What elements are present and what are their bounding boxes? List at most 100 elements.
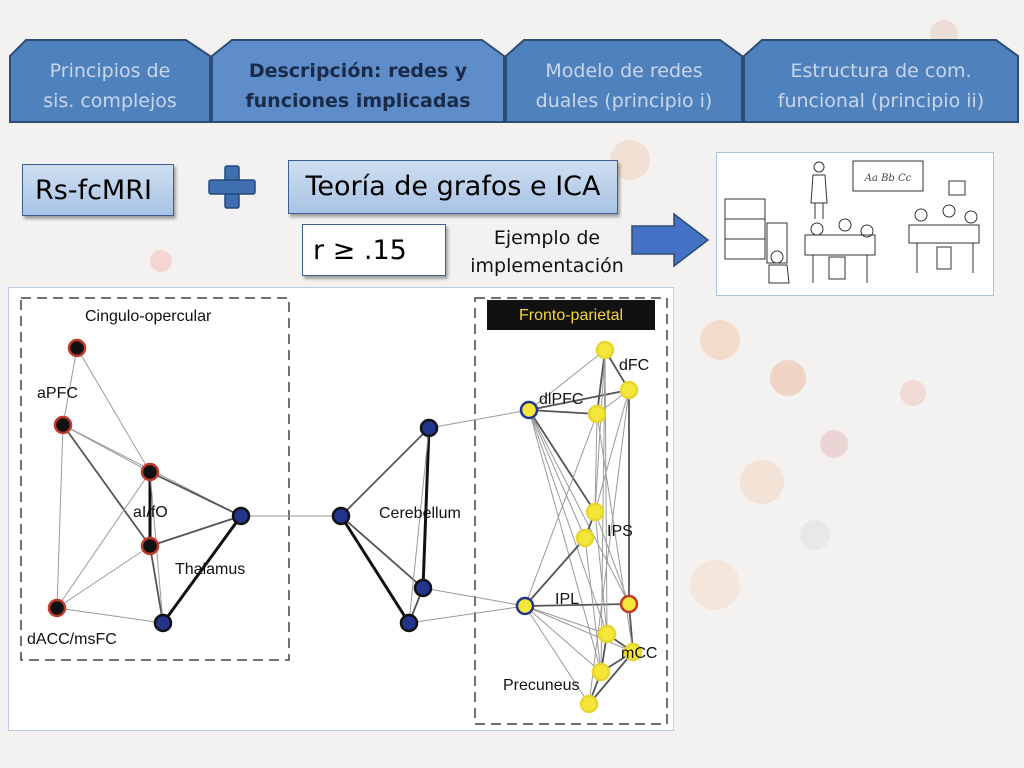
right-arrow-icon xyxy=(631,212,710,268)
ips-label: IPS xyxy=(607,523,633,540)
thalamus-label: Thalamus xyxy=(175,561,245,578)
threshold-box: r ≥ .15 xyxy=(302,224,446,276)
classroom-illustration: Aa Bb Cc xyxy=(716,152,994,296)
cerebellum-label: Cerebellum xyxy=(379,505,461,522)
graph-theory-label: Teoría de grafos e ICA xyxy=(305,171,601,202)
network-edge xyxy=(62,347,78,426)
network-node-ips1 xyxy=(585,502,605,522)
tab-shape xyxy=(211,39,505,123)
fronto-parietal-header xyxy=(487,300,655,330)
dfc-label: dFC xyxy=(619,357,649,374)
network-edge xyxy=(524,413,598,607)
rs-fcmri-label: Rs-fcMRI xyxy=(35,175,152,206)
network-node-apfc2 xyxy=(53,415,73,435)
network-node-ipl xyxy=(515,596,535,616)
fronto-parietal-label: Fronto-parietal xyxy=(519,307,623,324)
network-node-mcc2 xyxy=(623,642,643,662)
network-edge xyxy=(528,349,606,411)
network-node-cereb3 xyxy=(413,578,433,598)
network-edge xyxy=(56,545,151,609)
network-node-cereb1 xyxy=(419,418,439,438)
aifo-label: aI/fO xyxy=(133,504,168,521)
network-edge xyxy=(594,389,630,513)
network-edge xyxy=(596,349,606,415)
network-edge xyxy=(524,603,630,607)
cingulo-opercular-label: Cingulo-opercular xyxy=(85,308,212,325)
network-edge xyxy=(604,349,608,635)
network-node-aifo2 xyxy=(140,536,160,556)
network-node-apfc1 xyxy=(67,338,87,358)
network-node-mcc1 xyxy=(597,624,617,644)
tab-shape xyxy=(743,39,1019,123)
network-node-dlpfc2 xyxy=(587,404,607,424)
network-edge xyxy=(524,605,608,635)
network-edge xyxy=(524,537,586,607)
network-node-dfc2 xyxy=(619,380,639,400)
classroom-drawing: Aa Bb Cc xyxy=(724,160,980,284)
apfc-label: aPFC xyxy=(37,385,78,402)
network-node-cereb2 xyxy=(331,506,351,526)
network-edge xyxy=(56,424,64,609)
network-edge xyxy=(62,424,151,547)
tab-label: Estructura de com.funcional (principio i… xyxy=(777,60,985,112)
network-edge xyxy=(161,515,243,624)
dacc-label: dACC/msFC xyxy=(27,631,117,648)
network-edge xyxy=(76,347,151,473)
network-edge xyxy=(340,427,430,517)
network-edge xyxy=(340,515,424,589)
network-edge xyxy=(528,409,586,539)
network-node-dlpfc xyxy=(519,400,539,420)
network-edge xyxy=(428,409,530,429)
network-edge xyxy=(408,427,430,624)
chalkboard-text: Aa Bb Cc xyxy=(864,173,912,184)
fronto-parietal-box xyxy=(474,297,668,725)
network-edge xyxy=(149,515,242,547)
network-edge xyxy=(588,651,634,705)
network-edge xyxy=(408,605,526,624)
network-edge xyxy=(149,545,164,624)
network-node-aifo1 xyxy=(140,462,160,482)
network-edge xyxy=(588,389,630,705)
network-edge xyxy=(528,409,598,415)
precuneus-label: Precuneus xyxy=(503,677,580,694)
dlpfc-label: dlPFC xyxy=(539,391,583,408)
network-edge xyxy=(339,515,411,624)
network-edge xyxy=(594,511,608,635)
network-node-thalb xyxy=(153,613,173,633)
network-edge xyxy=(149,471,242,517)
network-node-dacc xyxy=(47,598,67,618)
network-node-thal xyxy=(231,506,251,526)
network-edge xyxy=(528,409,630,605)
network-edge xyxy=(524,605,602,673)
rs-fcmri-box: Rs-fcMRI xyxy=(22,164,174,216)
plus-icon xyxy=(208,165,256,209)
tab-shape xyxy=(505,39,743,123)
threshold-label: r ≥ .15 xyxy=(313,235,407,266)
network-node-iplr xyxy=(619,594,639,614)
network-node-cereb4 xyxy=(399,613,419,633)
network-edge xyxy=(528,409,596,513)
tab-estructura[interactable]: Estructura de com.funcional (principio i… xyxy=(742,38,1020,124)
chalkboard xyxy=(852,160,924,192)
network-node-prec1 xyxy=(591,662,611,682)
network-node-ips2 xyxy=(575,528,595,548)
network-edge xyxy=(524,605,634,653)
network-edge xyxy=(421,427,431,589)
network-edge xyxy=(524,605,590,705)
network-node-prec2 xyxy=(579,694,599,714)
network-edge xyxy=(594,413,598,513)
network-node-dfc1 xyxy=(595,340,615,360)
network-edge xyxy=(56,471,151,609)
ipl-label: IPL xyxy=(555,591,579,608)
network-edge xyxy=(584,537,602,673)
network-edge xyxy=(422,587,526,607)
network-edge xyxy=(528,389,630,411)
tab-shape xyxy=(9,39,211,123)
mcc-label: mCC xyxy=(621,645,657,662)
